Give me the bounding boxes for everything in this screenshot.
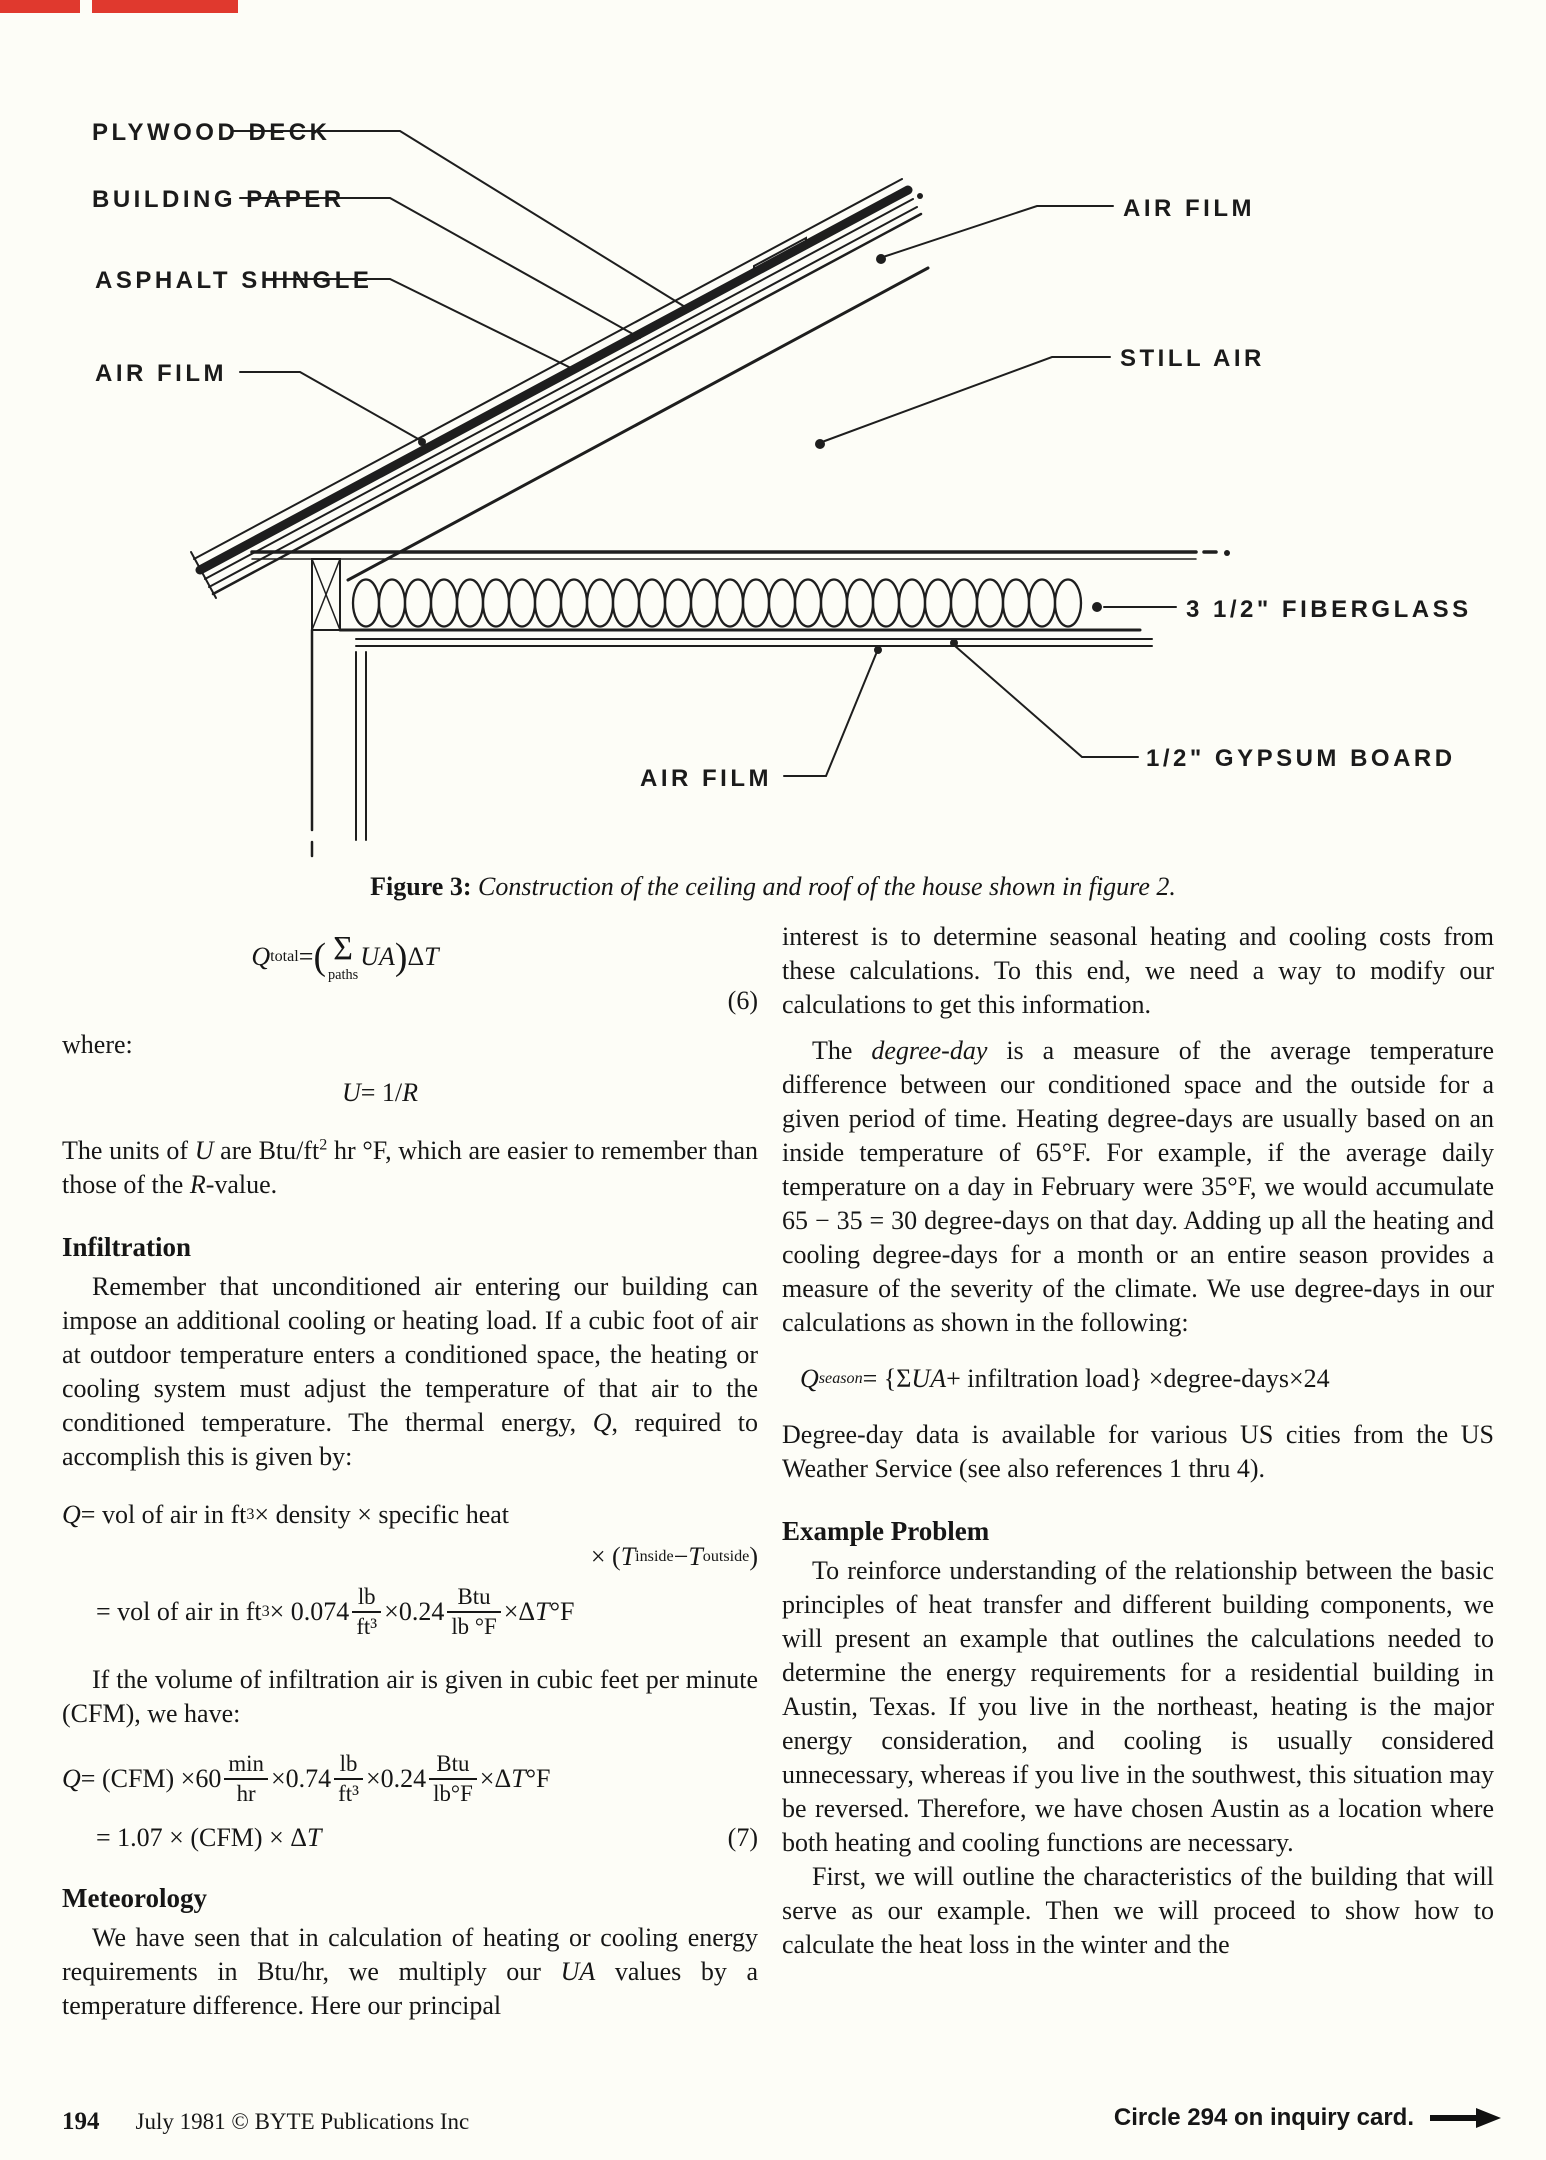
ridge-dot [917, 193, 923, 199]
label-fiberglass: 3 1/2" FIBERGLASS [1186, 596, 1472, 623]
paragraph-example: To reinforce understanding of the relati… [782, 1556, 1494, 1857]
infiltration-heading: Infiltration [62, 1232, 192, 1263]
red-top-bar-2 [92, 0, 238, 13]
label-plywood-deck: PLYWOOD DECK [92, 119, 330, 146]
meteorology-paragraph: We have seen that in calculation of heat… [62, 1923, 758, 2021]
red-top-bar [0, 0, 80, 13]
leader-air-film-bottom [783, 653, 877, 777]
where-label: where: [62, 1030, 133, 1060]
cfm-paragraph: If the volume of infiltration air is giv… [62, 1664, 758, 1728]
shingle-step [753, 236, 807, 277]
leader-air-film-left [239, 371, 421, 441]
right-column: interest is to determine seasonal heatin… [782, 920, 1494, 1962]
equation-7b-body: = 1.07 × (CFM) × ΔT [96, 1823, 322, 1853]
meteorology-heading: Meteorology [62, 1883, 207, 1914]
paragraph-interest: interest is to determine seasonal heatin… [782, 922, 1494, 1019]
page-number: 194 [62, 2108, 100, 2135]
paragraph-first-outline: First, we will outline the characteristi… [782, 1862, 1494, 1959]
example-problem-heading: Example Problem [782, 1516, 990, 1546]
roof-assembly [190, 178, 930, 599]
figure-caption-label: Figure 3: [370, 872, 472, 901]
leader-gypsum [954, 645, 1139, 758]
leader-lines [233, 130, 1177, 777]
paragraph-degree-day: The degree-day is a measure of the avera… [782, 1036, 1495, 1337]
footer-right: Circle 294 on inquiry card. [1114, 2104, 1502, 2132]
label-air-film-bottom: AIR FILM [640, 765, 772, 792]
figure-caption-text: Construction of the ceiling and roof of … [471, 872, 1176, 901]
right-arrow-icon [1430, 2108, 1501, 2128]
label-building-paper: BUILDING PAPER [92, 186, 345, 213]
wall-and-top-plate [310, 558, 367, 858]
label-air-film-left: AIR FILM [95, 360, 227, 387]
equation-6-number: (6) [727, 986, 758, 1016]
label-asphalt-shingle: ASPHALT SHINGLE [95, 267, 372, 294]
inquiry-card-text: Circle 294 on inquiry card. [1113, 2104, 1414, 2131]
ceiling-assembly [250, 550, 1230, 647]
label-air-film-right: AIR FILM [1123, 195, 1255, 222]
leader-plywood-deck [233, 130, 691, 311]
label-still-air: STILL AIR [1120, 345, 1265, 372]
figure3-roof-diagram: PLYWOOD DECK BUILDING PAPER ASPHALT SHIN… [92, 119, 1472, 858]
leader-air-film-right [882, 205, 1114, 258]
footer-left: 194 July 1981 © BYTE Publications Inc [62, 2108, 469, 2136]
leader-asphalt-shingle [267, 278, 576, 371]
equation-u: U = 1/R [341, 1078, 419, 1108]
paragraph-degree-day-data: Degree-day data is available for various… [782, 1420, 1494, 1483]
figure-caption: Figure 3: Construction of the ceiling an… [0, 872, 1546, 902]
units-paragraph: The units of U are Btu/ft2 hr °F, which … [62, 1136, 758, 1200]
infiltration-paragraph: Remember that unconditioned air entering… [62, 1272, 759, 1472]
equation-7b: = 1.07 × (CFM) × ΔT (7) [62, 1821, 758, 1855]
equation-7-number: (7) [727, 1823, 758, 1853]
leader-still-air [821, 356, 1111, 443]
footer-publication: July 1981 © BYTE Publications Inc [135, 2109, 470, 2134]
leader-building-paper [239, 197, 641, 339]
label-gypsum-board: 1/2" GYPSUM BOARD [1146, 745, 1456, 772]
fiberglass-batt [351, 578, 1083, 628]
